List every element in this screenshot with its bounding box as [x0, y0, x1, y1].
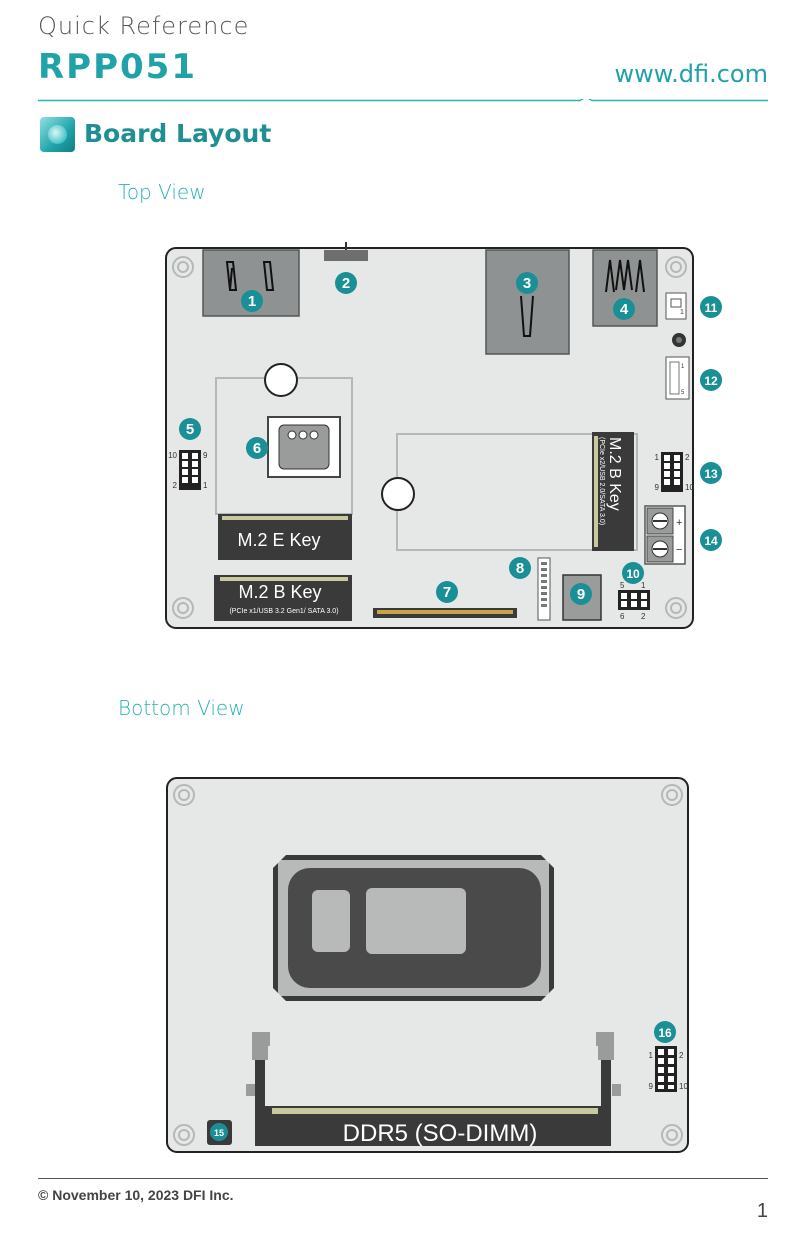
- pin-label: 1: [681, 364, 685, 370]
- callout-14: 14: [700, 529, 722, 551]
- mounting-hole: [172, 256, 687, 619]
- m2-b-key-left-label: M.2 B Key: [238, 582, 321, 602]
- callout-11: 11: [700, 296, 722, 318]
- callout-2: 2: [335, 272, 357, 294]
- pin-label: −: [676, 544, 682, 556]
- callout-16: 16: [654, 1021, 676, 1043]
- page-number: 1: [756, 1200, 768, 1222]
- callout-3: 3: [516, 272, 538, 294]
- cpu-package: [273, 855, 554, 1001]
- m2-standoff: [264, 363, 298, 397]
- svg-text:1: 1: [248, 293, 256, 310]
- fpc-connector: [373, 608, 517, 618]
- pin-label: 9: [649, 1082, 654, 1091]
- wafer-connector: 1 5: [665, 356, 690, 400]
- pin-label: 10: [679, 1082, 688, 1091]
- bottom-view-board: DDR5 (SO-DIMM) 15 1 2 9 10 16: [166, 777, 689, 1153]
- pin-label: 9: [655, 483, 660, 492]
- m2-b-key-right-sub: (PCIe x2/USB 2.0/SATA 3.0): [598, 437, 605, 525]
- m2-b-key-slot-left: M.2 B Key (PCIe x1/USB 3.2 Gen1/ SATA 3.…: [214, 575, 352, 621]
- callout-1: 1: [241, 290, 263, 312]
- pin-label: 6: [620, 612, 625, 621]
- callout-15: 15: [214, 1128, 224, 1138]
- lan-port: [485, 249, 570, 355]
- pin-label: +: [676, 517, 682, 529]
- fan-connector: 1: [665, 292, 687, 320]
- pin-label: 2: [685, 453, 690, 462]
- svg-text:10: 10: [626, 567, 640, 581]
- callout-5: 5: [179, 418, 201, 440]
- svg-text:9: 9: [577, 586, 585, 603]
- svg-text:11: 11: [705, 301, 718, 315]
- quick-reference-label: Quick Reference: [38, 12, 250, 40]
- bottom-view-title: Bottom View: [118, 696, 245, 720]
- website-link[interactable]: www.dfi.com: [614, 60, 768, 88]
- board-layout-icon: [40, 117, 75, 152]
- svg-text:6: 6: [253, 440, 261, 457]
- pin-label: 2: [679, 1051, 684, 1060]
- svg-text:14: 14: [704, 534, 718, 548]
- top-view-title: Top View: [118, 180, 206, 204]
- pin-label: 1: [641, 581, 646, 590]
- svg-text:8: 8: [516, 560, 524, 577]
- callout-9: 9: [570, 583, 592, 605]
- dimm-label: DDR5 (SO-DIMM): [343, 1120, 538, 1147]
- wafer-connector-vertical: [537, 557, 551, 621]
- pin-label: 10: [168, 451, 177, 460]
- svg-text:16: 16: [658, 1026, 672, 1040]
- m2-standoff: [381, 477, 415, 511]
- section-title: Board Layout: [84, 119, 272, 148]
- dc-in-terminal-block: + −: [644, 505, 686, 565]
- pin-label: 1: [680, 309, 684, 316]
- svg-text:4: 4: [620, 301, 629, 318]
- bottom-header: 1 2 9 10: [649, 1046, 688, 1092]
- battery-connector: [267, 416, 341, 478]
- footer-divider: [38, 1178, 768, 1179]
- six-pin-header: 5 1 6 2: [618, 581, 650, 621]
- pin-label: 1: [203, 481, 208, 490]
- usb-port: [592, 249, 658, 327]
- m2-b-key-slot-right: M.2 B Key (PCIe x2/USB 2.0/SATA 3.0): [592, 432, 634, 551]
- copyright-text: © November 10, 2023 DFI Inc.: [38, 1187, 234, 1203]
- pin-label: 1: [655, 453, 660, 462]
- callout-10: 10: [622, 562, 644, 584]
- pin-label: 2: [641, 612, 646, 621]
- pin-label: 10: [685, 483, 694, 492]
- callout-6: 6: [246, 437, 268, 459]
- mounting-hole: [173, 784, 683, 1146]
- callout-4: 4: [613, 298, 635, 320]
- front-panel-header: 10 9 2 1: [168, 450, 208, 490]
- pin-label: 2: [173, 481, 178, 490]
- callout-7: 7: [436, 581, 458, 603]
- callout-8: 8: [509, 557, 531, 579]
- svg-text:3: 3: [523, 275, 531, 292]
- m2-b-key-left-sub: (PCIe x1/USB 3.2 Gen1/ SATA 3.0): [229, 608, 338, 615]
- pin-label: 5: [681, 390, 685, 396]
- model-name: RPP051: [38, 47, 197, 87]
- callout-markers: 1 2 3 4 5 6 7 8 9 10 11 12 13 14: [179, 272, 722, 605]
- pin-label: 5: [620, 581, 625, 590]
- so-dimm-slot: DDR5 (SO-DIMM): [246, 1032, 621, 1147]
- svg-text:5: 5: [186, 421, 194, 438]
- callout-12: 12: [700, 369, 722, 391]
- m2-e-key-slot: M.2 E Key: [218, 514, 352, 560]
- power-button: [324, 242, 368, 261]
- svg-text:13: 13: [704, 467, 718, 481]
- m2-b-key-right-label: M.2 B Key: [606, 437, 623, 511]
- callout-13: 13: [700, 462, 722, 484]
- pin-label: 9: [203, 451, 208, 460]
- header-divider: [38, 99, 768, 102]
- pin-label: 1: [649, 1051, 654, 1060]
- svg-text:12: 12: [704, 374, 718, 388]
- battery-holder: 15: [207, 1120, 232, 1145]
- coM-header: 1 2 9 10: [655, 452, 694, 492]
- svg-text:7: 7: [443, 584, 451, 601]
- svg-text:2: 2: [342, 275, 350, 292]
- m2-e-key-label: M.2 E Key: [237, 530, 320, 550]
- top-view-board: 1 1 5 M.2 E Key M.2 B Key (PCIe x1/USB 3…: [165, 242, 722, 629]
